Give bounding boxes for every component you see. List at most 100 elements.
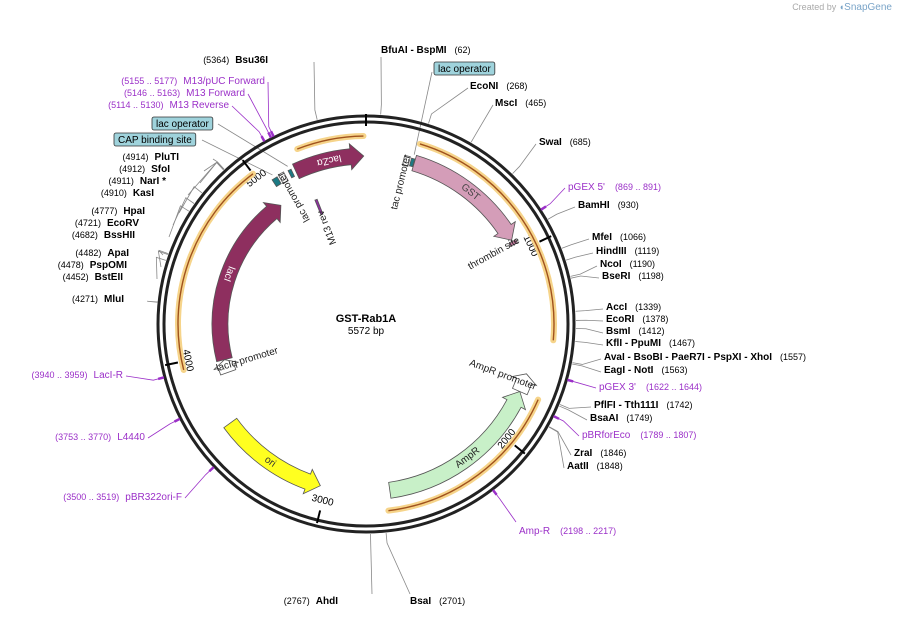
- enzyme-site[interactable]: KflI - PpuMI(1467): [606, 338, 695, 349]
- feature-label-m13-rev: M13 rev: [315, 209, 339, 247]
- feature-m13-rev[interactable]: [314, 198, 324, 216]
- primer-position: (5146 .. 5163): [124, 88, 180, 98]
- boxed-label-leader: [201, 139, 273, 176]
- feature-lacz[interactable]: [291, 142, 365, 180]
- enzyme-labels[interactable]: BfuAI - BspMI(62) EcoNI(268) MscI(465) SwaI…: [58, 45, 806, 607]
- enzyme-site[interactable]: BstEII(4452): [63, 272, 124, 283]
- enzyme-site[interactable]: KasI(4910): [101, 188, 154, 199]
- primer-site[interactable]: M13/pUC Forward(5155 .. 5177): [121, 76, 265, 87]
- enzyme-position: (1749): [626, 413, 652, 423]
- enzyme-site[interactable]: HindIII(1119): [596, 246, 659, 257]
- primer-site[interactable]: LacI-R(3940 .. 3959): [32, 370, 124, 381]
- feature-tac-promoter[interactable]: [401, 154, 411, 167]
- enzyme-site[interactable]: EagI - NotI(1563): [604, 365, 687, 376]
- feature-lac-promoter[interactable]: [277, 171, 289, 185]
- primer-labels[interactable]: pGEX 5'(869 .. 891) pGEX 3'(1622 .. 1644)…: [32, 76, 702, 537]
- enzyme-site[interactable]: BseRI(1198): [602, 271, 664, 282]
- enzyme-site[interactable]: SwaI(685): [539, 137, 591, 148]
- primer-site[interactable]: L4440(3753 .. 3770): [55, 432, 145, 443]
- boxed-feature-label[interactable]: lac operator: [433, 61, 496, 76]
- enzyme-name: BseRI: [602, 271, 631, 282]
- enzyme-name: AvaI - BsoBI - PaeR7I - PspXI - XhoI: [604, 352, 772, 363]
- boxed-feature-label[interactable]: CAP binding site: [113, 132, 197, 147]
- enzyme-leader-line: [561, 238, 590, 249]
- boxed-label-leader: [413, 71, 433, 155]
- enzyme-site[interactable]: AccI(1339): [606, 302, 661, 313]
- enzyme-site[interactable]: AvaI - BsoBI - PaeR7I - PspXI - XhoI(155…: [604, 352, 806, 363]
- feature-gst[interactable]: [411, 154, 516, 241]
- primer-site[interactable]: pBR322ori-F(3500 .. 3519): [63, 492, 182, 503]
- feature-laciq-promoter[interactable]: [213, 359, 239, 376]
- enzyme-site[interactable]: BfuAI - BspMI(62): [381, 45, 471, 56]
- feature-ori[interactable]: [223, 417, 321, 495]
- enzyme-site[interactable]: ApaI(4482): [75, 248, 129, 259]
- enzyme-site[interactable]: HpaI(4777): [91, 206, 145, 217]
- enzyme-leader-line: [203, 161, 225, 172]
- feature-lac-operator-2[interactable]: [287, 168, 296, 179]
- feature-thrombin-site[interactable]: [508, 239, 519, 247]
- enzyme-site[interactable]: Bsu36I(5364): [203, 55, 268, 66]
- enzyme-site[interactable]: ZraI(1846): [574, 448, 626, 459]
- feature-ampr[interactable]: [388, 391, 527, 499]
- enzyme-site[interactable]: MluI(4271): [72, 294, 124, 305]
- enzyme-position: (4478): [58, 260, 84, 270]
- primer-site-mark: [491, 489, 498, 496]
- enzyme-site[interactable]: BamHI(930): [578, 200, 639, 211]
- enzyme-site[interactable]: EcoRV(4721): [75, 218, 139, 229]
- primer-site-mark: [269, 130, 275, 138]
- enzyme-site[interactable]: BsaAI(1749): [590, 413, 652, 424]
- primer-position: (3940 .. 3959): [32, 370, 88, 380]
- primer-site[interactable]: M13 Reverse(5114 .. 5130): [108, 100, 229, 111]
- primer-site[interactable]: Amp-R (2198 .. 2217): [519, 526, 616, 537]
- primer-site[interactable]: pGEX 5'(869 .. 891): [568, 182, 661, 193]
- primer-site-mark: [567, 378, 574, 383]
- enzyme-site[interactable]: PluTI(4914): [123, 152, 180, 163]
- primer-site[interactable]: pBRforEco(1789 .. 1807): [582, 430, 696, 441]
- feature-lac-operator[interactable]: [408, 157, 416, 168]
- primer-position: (2198 .. 2217): [560, 526, 616, 536]
- primer-leader-line: [247, 93, 271, 138]
- enzyme-site[interactable]: EcoRI(1378): [606, 314, 668, 325]
- enzyme-site[interactable]: AhdI(2767): [284, 596, 338, 607]
- boxed-label-bg: [113, 132, 197, 147]
- leader-lines: [125, 56, 604, 595]
- enzyme-site[interactable]: SfoI(4912): [119, 164, 170, 175]
- enzyme-name: HindIII: [596, 246, 627, 257]
- enzyme-site[interactable]: BssHII(4682): [72, 230, 135, 241]
- enzyme-name: ApaI: [107, 248, 129, 259]
- enzyme-site[interactable]: BsaI(2701): [410, 596, 465, 607]
- enzyme-site[interactable]: AatII(1848): [567, 461, 623, 472]
- enzyme-position: (62): [455, 45, 471, 55]
- enzyme-site[interactable]: PspOMI(4478): [58, 260, 127, 271]
- feature-cap-binding-site[interactable]: [271, 176, 282, 188]
- boxed-feature-label[interactable]: lac operator: [151, 116, 214, 131]
- orange-arc: [388, 399, 539, 512]
- boxed-label-bg: [433, 61, 496, 76]
- primer-site[interactable]: pGEX 3'(1622 .. 1644): [599, 382, 702, 393]
- enzyme-leader-line: [559, 404, 592, 409]
- primer-position: (869 .. 891): [615, 182, 661, 192]
- feature-label-lacz: lacZα: [316, 152, 343, 168]
- primer-position: (1789 .. 1807): [640, 430, 696, 440]
- primer-name: pGEX 3': [599, 382, 636, 393]
- enzyme-position: (4777): [91, 206, 117, 216]
- enzyme-site[interactable]: NcoI(1190): [600, 259, 655, 270]
- enzyme-name: NcoI: [600, 259, 622, 270]
- enzyme-site[interactable]: PflFI - Tth111I(1742): [594, 400, 692, 411]
- enzyme-site[interactable]: BsmI(1412): [606, 326, 664, 337]
- enzyme-site[interactable]: NarI *(4911): [109, 176, 167, 187]
- enzyme-site[interactable]: MfeI(1066): [592, 232, 646, 243]
- feature-ampr-promoter[interactable]: [510, 373, 538, 396]
- enzyme-site[interactable]: EcoNI(268): [470, 81, 527, 92]
- bp-tick: [164, 361, 179, 367]
- feature-laci[interactable]: [211, 201, 282, 363]
- boxed-label-bg: [151, 116, 214, 131]
- primer-name: Amp-R: [519, 526, 550, 537]
- enzyme-leader-line: [428, 87, 469, 124]
- primer-site[interactable]: M13 Forward(5146 .. 5163): [124, 88, 245, 99]
- enzyme-position: (1742): [666, 400, 692, 410]
- enzyme-name: SwaI: [539, 137, 562, 148]
- enzyme-site[interactable]: MscI(465): [495, 98, 546, 109]
- enzyme-position: (2701): [439, 596, 465, 606]
